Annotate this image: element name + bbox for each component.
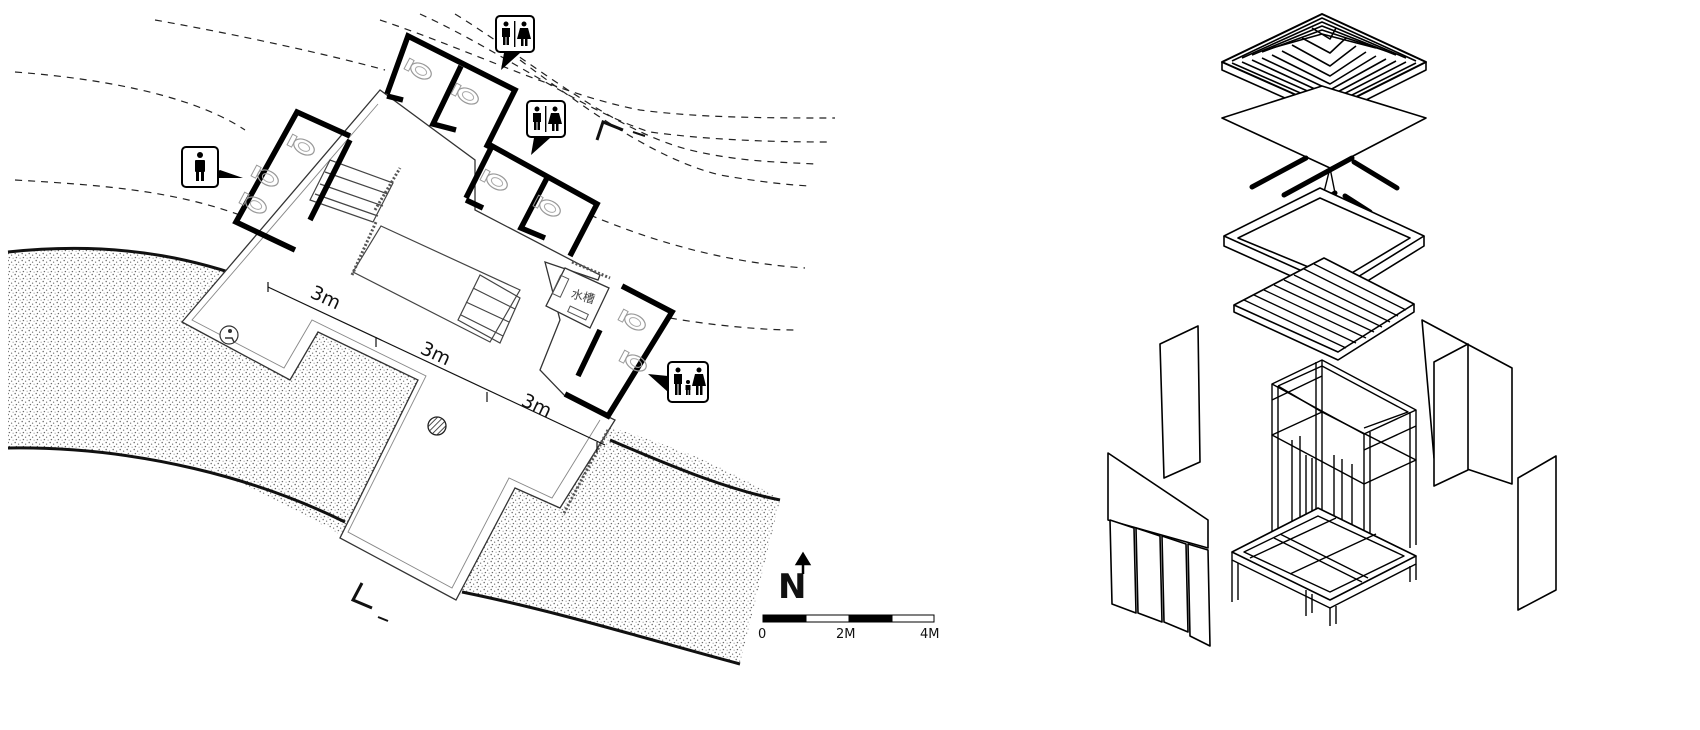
floor-deck [1233,257,1415,361]
deck-inner-edge [191,103,601,589]
ground-edge-south [7,446,346,524]
ceiling-panel [1221,85,1427,169]
floor-drain [427,416,447,436]
scale-bar: 0 2M 4M [758,614,940,642]
restroom-walls [232,32,676,420]
wall-panel-left-upper [1159,325,1201,479]
north-label: N [778,567,806,607]
wall-panel-right-front [1433,343,1469,487]
north-arrow-icon [794,551,812,574]
exploded-axonometric [1107,13,1557,647]
section-marker-top [595,120,624,141]
wall-panels [1107,319,1557,647]
unisex-restroom-icon [533,106,562,132]
railing-dotted-3 [571,260,611,280]
ground-edge-east [609,438,781,502]
wall-panel-left-lower-1 [1109,519,1137,614]
north-arrow: N [778,551,812,607]
timber-frame [1231,359,1417,626]
scale-label-4m: 4M [920,627,940,642]
scale-label-2m: 2M [836,627,856,642]
wall-panel-left-lower-4 [1187,543,1211,647]
family-restroom-icon [674,367,706,395]
unisex-restroom-sign-1 [495,15,535,70]
sink-block: 水槽 [545,267,610,329]
sink-label: 水槽 [570,287,597,307]
scale-label-0: 0 [758,627,766,642]
wall-panel-right-far [1517,455,1557,611]
railing-dotted-4 [561,429,610,516]
section-marker-top-tail [632,131,646,137]
railing-dotted-1 [350,221,378,276]
unisex-restroom-sign-2 [526,100,566,155]
family-restroom-sign [648,361,709,403]
wall-panel-left-gable [1107,452,1209,549]
wall-panel-left-lower-3 [1161,535,1189,633]
deck-outline [180,89,616,601]
male-restroom-icon [195,152,205,181]
unisex-restroom-icon [502,21,531,47]
wheelchair-icon [219,325,239,345]
male-restroom-sign [181,146,243,188]
dimension-line [267,282,606,452]
site-plan: 水槽 3m 3m 3m [7,13,940,666]
wall-panel-left-lower-2 [1135,527,1163,623]
central-stairs [309,159,521,344]
railing-dotted-2 [373,167,402,211]
contour-lines [14,13,836,331]
section-marker-bottom-tail [377,616,389,622]
section-marker-bottom [350,582,373,610]
ground-edge-south-east [461,590,741,666]
